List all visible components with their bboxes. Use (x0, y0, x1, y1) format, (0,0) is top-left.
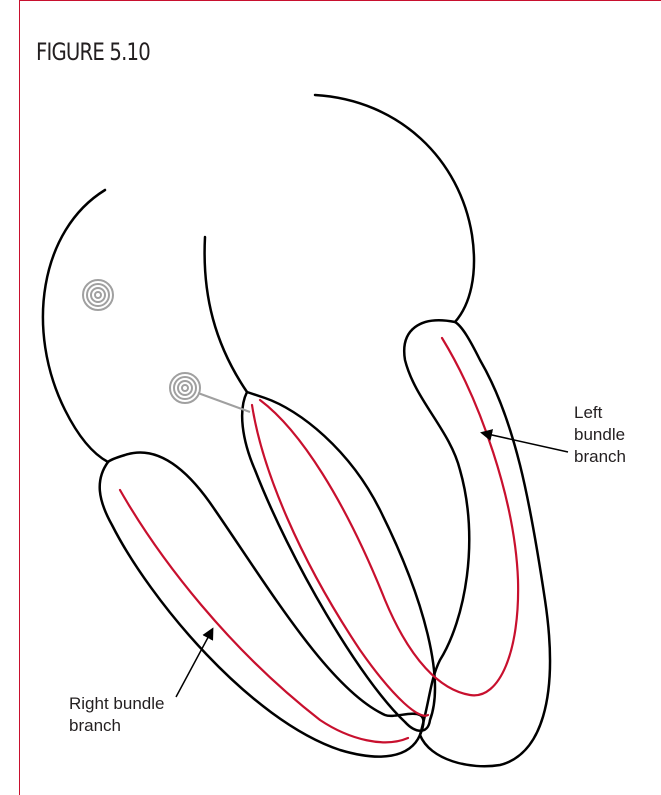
left-bundle-branch-label: Left bundle branch (574, 402, 626, 468)
left-bundle-branch-label-line2: bundle (574, 424, 626, 446)
right-atrium-outline (43, 190, 108, 462)
septal-bundle-branch-inner-line (260, 338, 518, 695)
left-ventricle-outline (404, 320, 550, 766)
atrial-septum-outline (205, 237, 247, 392)
sa-node-icon (83, 280, 113, 310)
aorta-outline (315, 95, 474, 322)
left-bundle-branch-label-line1: Left (574, 402, 626, 424)
right-bundle-branch-label-line1: Right bundle (69, 693, 164, 715)
right-bundle-branch-label-line2: branch (69, 715, 164, 737)
left-bundle-branch-arrow (483, 433, 568, 452)
right-bundle-branch-label: Right bundle branch (69, 693, 164, 737)
left-bundle-branch-label-line3: branch (574, 446, 626, 468)
